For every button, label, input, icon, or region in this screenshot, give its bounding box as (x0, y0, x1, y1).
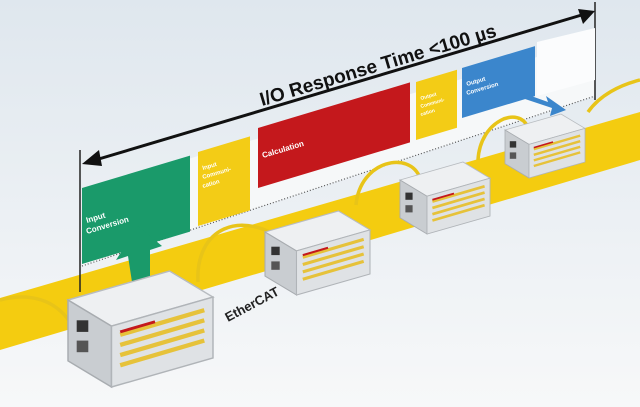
io-module-3 (504, 113, 586, 179)
idle-block (537, 28, 595, 96)
phase-label: cation (420, 108, 436, 118)
io-module-1 (263, 210, 372, 296)
phase-block-2: Calculation (258, 82, 410, 188)
output-arrow (520, 92, 566, 116)
phase-label: cation (202, 179, 221, 190)
io-module-0 (66, 270, 215, 389)
io-module-2 (398, 161, 492, 235)
phase-label: Output (420, 91, 438, 102)
phase-label: Output (466, 77, 487, 88)
phase-label: Input (202, 162, 218, 172)
input-arrow (116, 226, 162, 282)
response-time-arrow (82, 9, 595, 166)
